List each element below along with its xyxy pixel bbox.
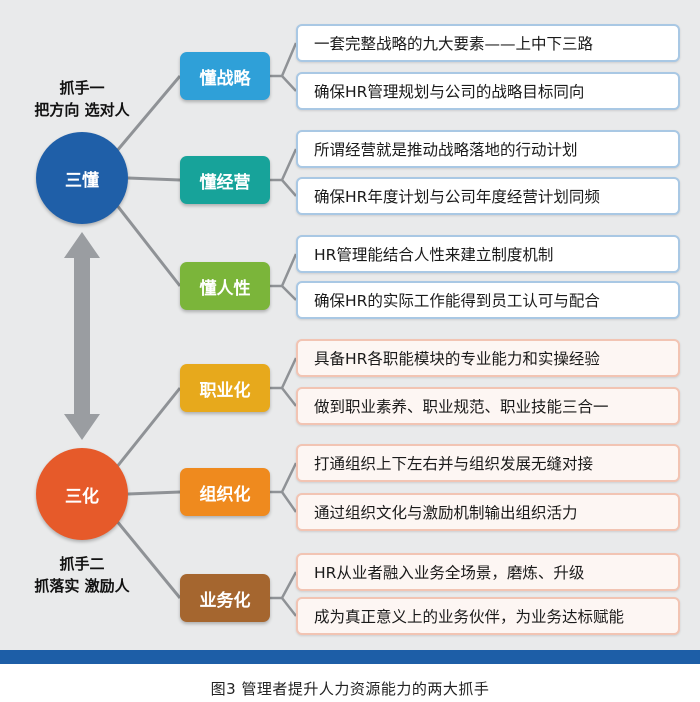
category-humanity: 懂人性 — [180, 262, 270, 310]
item-professional-1: 具备HR各职能模块的专业能力和实操经验 — [296, 339, 680, 377]
category-organization: 组织化 — [180, 468, 270, 516]
category-business: 业务化 — [180, 574, 270, 622]
item-humanity-1: HR管理能结合人性来建立制度机制 — [296, 235, 680, 273]
item-organization-1: 打通组织上下左右并与组织发展无缝对接 — [296, 444, 680, 482]
hand-two-label: 抓手二 抓落实 激励人 — [2, 553, 162, 597]
footer-band — [0, 650, 700, 664]
hand-two-desc: 抓落实 激励人 — [34, 577, 130, 595]
category-label: 业务化 — [199, 590, 251, 611]
circle-label: 三懂 — [65, 170, 99, 191]
hand-two-title: 抓手二 — [59, 555, 105, 573]
connector-lines — [64, 42, 298, 617]
category-operation: 懂经营 — [180, 156, 270, 204]
item-professional-2: 做到职业素养、职业规范、职业技能三合一 — [296, 387, 680, 425]
category-strategy: 懂战略 — [180, 52, 270, 100]
figure-caption: 图3 管理者提升人力资源能力的两大抓手 — [210, 680, 490, 698]
hand-one-title: 抓手一 — [59, 79, 105, 97]
category-label: 懂人性 — [199, 278, 251, 299]
item-operation-2: 确保HR年度计划与公司年度经营计划同频 — [296, 177, 680, 215]
category-professional: 职业化 — [180, 364, 270, 412]
line-hua-professional — [114, 387, 182, 469]
line-dong-operation — [127, 176, 181, 182]
hand-one-label: 抓手一 把方向 选对人 — [2, 77, 162, 121]
line-hua-organization — [127, 490, 181, 496]
category-label: 组织化 — [199, 484, 251, 505]
item-business-1: HR从业者融入业务全场景，磨炼、升级 — [296, 553, 680, 591]
hand-one-desc: 把方向 选对人 — [34, 101, 130, 119]
item-operation-1: 所谓经营就是推动战略落地的行动计划 — [296, 130, 680, 168]
circle-san-hua: 三化 — [36, 448, 128, 540]
double-arrow — [64, 232, 100, 440]
item-strategy-2: 确保HR管理规划与公司的战略目标同向 — [296, 72, 680, 110]
line-dong-strategy — [114, 75, 182, 153]
category-label: 懂经营 — [199, 172, 251, 193]
item-humanity-2: 确保HR的实际工作能得到员工认可与配合 — [296, 281, 680, 319]
category-label: 懂战略 — [199, 68, 251, 89]
line-hua-business — [114, 519, 182, 599]
item-strategy-1: 一套完整战略的九大要素——上中下三路 — [296, 24, 680, 62]
circle-label: 三化 — [65, 486, 99, 507]
item-organization-2: 通过组织文化与激励机制输出组织活力 — [296, 493, 680, 531]
circle-san-dong: 三懂 — [36, 132, 128, 224]
line-dong-humanity — [114, 203, 182, 287]
category-label: 职业化 — [199, 380, 251, 401]
item-business-2: 成为真正意义上的业务伙伴，为业务达标赋能 — [296, 597, 680, 635]
